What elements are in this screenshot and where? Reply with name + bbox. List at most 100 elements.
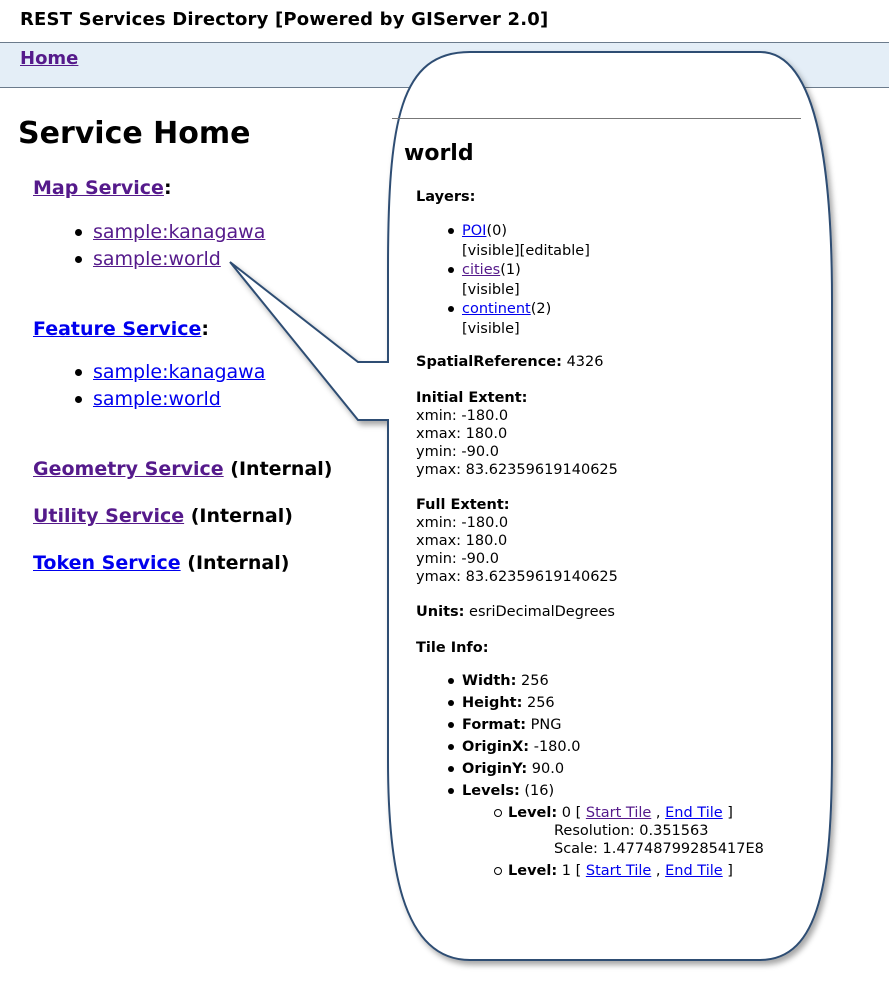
app-title: REST Services Directory [Powered by GISe… — [20, 9, 549, 30]
token-service-link[interactable]: Token Service — [33, 552, 181, 574]
tile-height-value: 256 — [526, 695, 555, 711]
feature-service-link[interactable]: Feature Service — [33, 318, 202, 340]
geometry-service-link[interactable]: Geometry Service — [33, 458, 224, 480]
level-value: 0 — [561, 805, 571, 821]
list-item: Level: 0 [ Start Tile , End Tile ] Resol… — [416, 804, 764, 862]
level-0-end-tile-link[interactable]: End Tile — [665, 805, 723, 821]
list-item: Format: PNG — [416, 714, 580, 736]
units-label: Units: — [416, 604, 465, 620]
map-service-link[interactable]: Map Service — [33, 177, 164, 199]
layer-continent-link[interactable]: continent — [462, 301, 531, 317]
feature-service-world-link[interactable]: sample:world — [93, 388, 221, 410]
layer-flags: [visible][editable] — [462, 243, 590, 259]
list-item: sample:world — [33, 246, 265, 273]
units-value: esriDecimalDegrees — [469, 604, 615, 620]
layer-flags: [visible] — [462, 321, 520, 337]
map-service-world-link[interactable]: sample:world — [93, 248, 221, 270]
list-item: OriginY: 90.0 — [416, 758, 580, 780]
list-item: Level: 1 [ Start Tile , End Tile ] — [416, 862, 764, 880]
geometry-service-suffix: (Internal) — [230, 458, 333, 480]
bullet-icon — [448, 678, 454, 684]
list-item: sample:world — [33, 386, 265, 413]
full-xmax: xmax: 180.0 — [416, 533, 508, 549]
tile-levels-value: (16) — [524, 783, 555, 799]
tile-originx-value: -180.0 — [533, 739, 581, 755]
layer-poi-link[interactable]: POI — [462, 223, 487, 239]
tile-info-list: Width: 256 Height: 256 Format: PNG Origi… — [416, 670, 580, 802]
tile-width-value: 256 — [521, 673, 549, 689]
list-item: sample:kanagawa — [33, 219, 265, 246]
tile-info-label: Tile Info: — [416, 639, 489, 657]
layer-flags: [visible] — [462, 282, 520, 298]
level-resolution: Resolution: 0.351563 — [554, 823, 709, 839]
bullet-icon — [448, 766, 454, 772]
full-ymin: ymin: -90.0 — [416, 551, 499, 567]
list-item: Width: 256 — [416, 670, 580, 692]
initial-ymin: ymin: -90.0 — [416, 444, 499, 460]
layer-id: (0) — [486, 223, 507, 239]
layers-label: Layers: — [416, 188, 475, 206]
tile-levels-label: Levels: — [462, 783, 520, 799]
map-service-list: sample:kanagawa sample:world — [33, 219, 265, 273]
initial-extent: Initial Extent: xmin: -180.0 xmax: 180.0… — [416, 389, 618, 479]
initial-xmax: xmax: 180.0 — [416, 426, 508, 442]
map-service-suffix: : — [163, 177, 172, 199]
full-extent: Full Extent: xmin: -180.0 xmax: 180.0 ym… — [416, 496, 618, 586]
level-0-start-tile-link[interactable]: Start Tile — [585, 805, 652, 821]
tile-originy-value: 90.0 — [531, 761, 565, 777]
bullet-icon — [75, 229, 82, 236]
list-item: cities(1) [visible] — [416, 260, 590, 299]
utility-service-suffix: (Internal) — [190, 505, 293, 527]
units: Units: esriDecimalDegrees — [416, 603, 615, 621]
circle-bullet-icon — [494, 867, 502, 875]
full-xmin: xmin: -180.0 — [416, 515, 509, 531]
levels-list: Level: 0 [ Start Tile , End Tile ] Resol… — [416, 804, 764, 880]
list-item: Height: 256 — [416, 692, 580, 714]
bullet-icon — [448, 306, 454, 312]
popup-title: world — [404, 141, 474, 166]
level-value: 1 — [561, 863, 571, 879]
full-extent-label: Full Extent: — [416, 497, 510, 513]
page-title: Service Home — [18, 116, 251, 151]
home-link[interactable]: Home — [20, 48, 79, 69]
layers-label-text: Layers: — [416, 189, 476, 205]
initial-extent-label: Initial Extent: — [416, 390, 528, 406]
bullet-icon — [75, 256, 82, 263]
utility-service-link[interactable]: Utility Service — [33, 505, 185, 527]
level-label: Level: — [508, 805, 558, 821]
map-service-kanagawa-link[interactable]: sample:kanagawa — [93, 221, 266, 243]
feature-service-list: sample:kanagawa sample:world — [33, 359, 265, 413]
layer-id: (2) — [530, 301, 552, 317]
circle-bullet-icon — [494, 809, 502, 817]
list-item: POI(0) [visible][editable] — [416, 221, 590, 260]
full-ymax: ymax: 83.62359619140625 — [416, 569, 618, 585]
token-service-suffix: (Internal) — [187, 552, 290, 574]
separator: , — [655, 863, 661, 879]
bullet-icon — [448, 700, 454, 706]
bracket-open: [ — [575, 863, 582, 879]
spatial-reference-value: 4326 — [566, 354, 604, 370]
bullet-icon — [448, 788, 454, 794]
bullet-icon — [448, 228, 454, 234]
level-scale: Scale: 1.47748799285417E8 — [554, 841, 764, 857]
geometry-service-heading: Geometry Service (Internal) — [33, 458, 332, 480]
bullet-icon — [448, 744, 454, 750]
initial-ymax: ymax: 83.62359619140625 — [416, 462, 618, 478]
bracket-close: ] — [727, 805, 733, 821]
list-item: Levels: (16) — [416, 780, 580, 802]
spatial-reference: SpatialReference: 4326 — [416, 353, 603, 371]
layers-list: POI(0) [visible][editable] cities(1) [vi… — [416, 221, 590, 338]
level-1-end-tile-link[interactable]: End Tile — [665, 863, 723, 879]
level-1-start-tile-link[interactable]: Start Tile — [585, 863, 652, 879]
tile-width-label: Width: — [462, 673, 517, 689]
bullet-icon — [75, 396, 82, 403]
spatial-reference-label: SpatialReference: — [416, 354, 562, 370]
bracket-open: [ — [575, 805, 582, 821]
separator: , — [655, 805, 661, 821]
feature-service-kanagawa-link[interactable]: sample:kanagawa — [93, 361, 266, 383]
service-popup: world Layers: POI(0) [visible][editable]… — [392, 58, 802, 953]
layer-cities-link[interactable]: cities — [462, 262, 501, 278]
tile-format-value: PNG — [530, 717, 562, 733]
level-label: Level: — [508, 863, 558, 879]
